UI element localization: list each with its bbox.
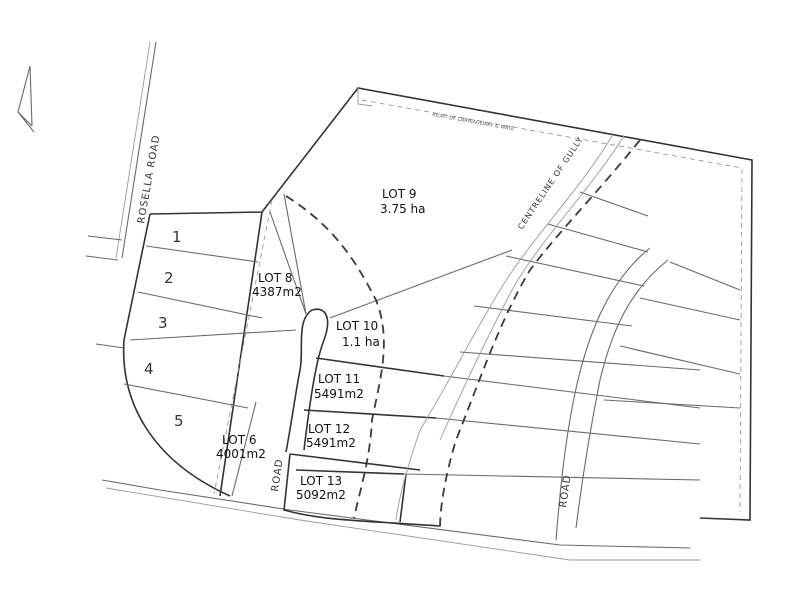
lot-10-name: LOT 10 bbox=[336, 319, 378, 333]
gully-centreline bbox=[395, 135, 641, 529]
lot-13: LOT 13 5092m2 bbox=[296, 474, 346, 502]
inner-road-label: ROAD bbox=[270, 458, 286, 492]
lot-12: LOT 12 5491m2 bbox=[306, 422, 356, 450]
rosella-road bbox=[85, 41, 700, 561]
lot-dividers-west bbox=[123, 245, 297, 409]
lot-9: LOT 9 3.75 ha bbox=[380, 187, 426, 216]
lot-9-area: 3.75 ha bbox=[380, 202, 426, 216]
lot-12-area: 5491m2 bbox=[306, 436, 356, 450]
inner-road bbox=[283, 308, 441, 527]
lot-13-area: 5092m2 bbox=[296, 488, 346, 502]
rosella-road-label: ROSELLA ROAD bbox=[136, 134, 162, 225]
lot-8: LOT 8 4387m2 bbox=[252, 271, 302, 299]
lot-11-area: 5491m2 bbox=[314, 387, 364, 401]
lot-10-area: 1.1 ha bbox=[342, 335, 380, 349]
east-road bbox=[555, 247, 669, 541]
lot-dividers-centre bbox=[269, 193, 513, 519]
gully-label: CENTRELINE OF GULLY bbox=[516, 135, 585, 231]
lot-6: LOT 6 4001m2 bbox=[216, 433, 266, 461]
lot-9-name: LOT 9 bbox=[382, 187, 416, 201]
lot-5-number: 5 bbox=[174, 412, 184, 430]
lot-4-number: 4 bbox=[144, 360, 154, 378]
parcel-boundary bbox=[122, 87, 753, 521]
lot-6-area: 4001m2 bbox=[216, 447, 266, 461]
east-road-label: ROAD bbox=[558, 474, 574, 508]
lot-13-name: LOT 13 bbox=[300, 474, 342, 488]
lot-11: LOT 11 5491m2 bbox=[314, 372, 364, 401]
lot-1-number: 1 bbox=[172, 228, 182, 246]
north-arrow-icon bbox=[17, 65, 35, 133]
lot-3-number: 3 bbox=[158, 314, 168, 332]
lot-8-name: LOT 8 bbox=[258, 271, 292, 285]
lot-8-area: 4387m2 bbox=[252, 285, 302, 299]
easement-lines bbox=[213, 88, 743, 513]
lot-12-name: LOT 12 bbox=[308, 422, 350, 436]
lot-6-name: LOT 6 bbox=[222, 433, 256, 447]
lot-dividers-east bbox=[295, 191, 741, 523]
lot-2-number: 2 bbox=[164, 269, 174, 287]
lot-11-name: LOT 11 bbox=[318, 372, 360, 386]
lot-10: LOT 10 1.1 ha bbox=[336, 319, 380, 349]
